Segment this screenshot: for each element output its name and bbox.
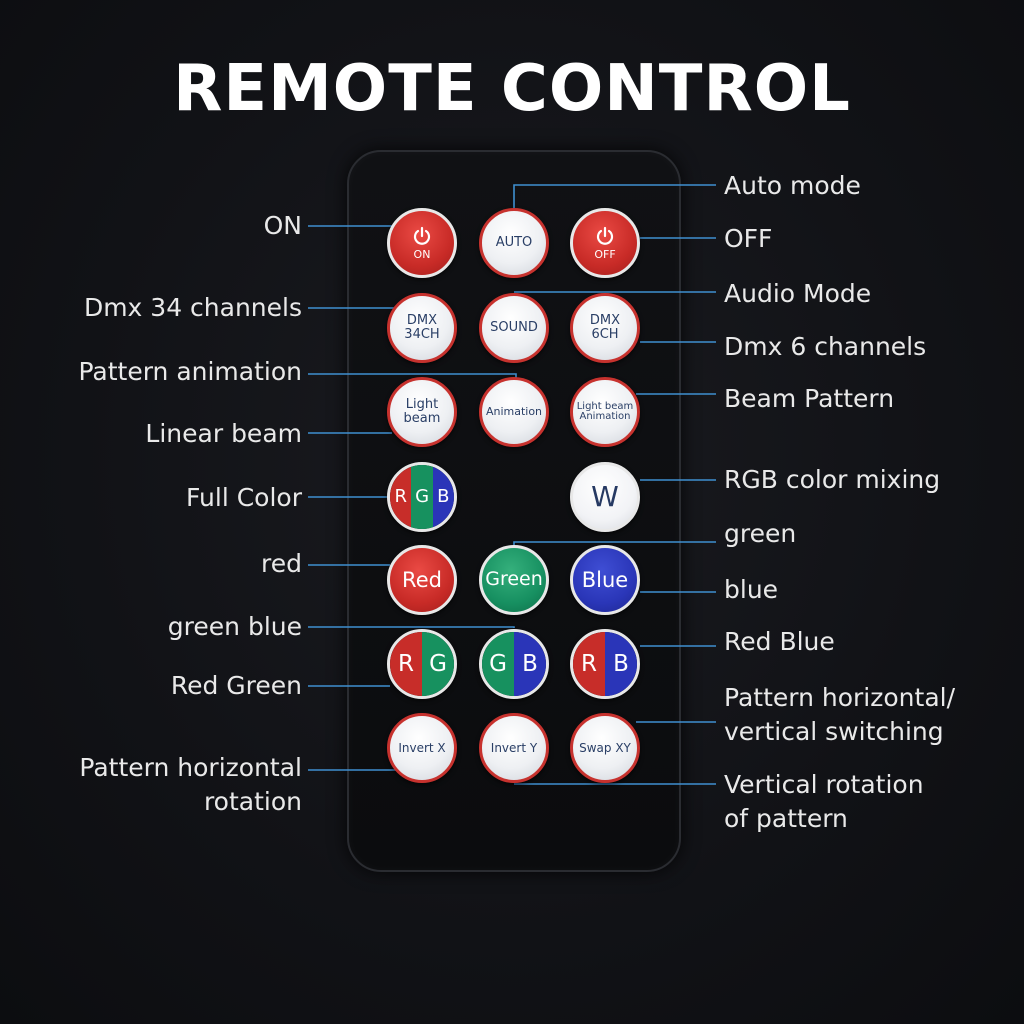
white-button-label: W bbox=[591, 480, 619, 514]
label-red: red bbox=[261, 549, 302, 578]
label-green: green bbox=[724, 519, 797, 548]
on-button[interactable]: ON bbox=[387, 208, 457, 278]
power-icon bbox=[596, 226, 614, 245]
on-button-label: ON bbox=[413, 247, 431, 261]
dmx6-button[interactable]: DMX 6CH bbox=[570, 293, 640, 363]
dmx6-button-line1: DMX bbox=[589, 313, 621, 329]
light-beam-animation-button-line1: Light beam bbox=[576, 400, 634, 412]
dmx6-button-line2: 6CH bbox=[591, 327, 619, 342]
label-audio-mode: Audio Mode bbox=[724, 279, 872, 308]
label-green-blue: green blue bbox=[167, 612, 302, 641]
label-beam-pattern: Beam Pattern bbox=[724, 384, 895, 413]
green-button[interactable]: Green bbox=[479, 545, 549, 615]
light-beam-button-line1: Light bbox=[405, 397, 439, 413]
green-blue-green-segment: G bbox=[482, 632, 514, 696]
power-icon bbox=[413, 226, 431, 245]
blue-button[interactable]: Blue bbox=[570, 545, 640, 615]
swap-xy-button[interactable]: Swap XY bbox=[570, 713, 640, 783]
callout-line-auto-mode bbox=[513, 184, 716, 212]
light-beam-animation-button[interactable]: Light beam Animation bbox=[570, 377, 640, 447]
invert-y-button[interactable]: Invert Y bbox=[479, 713, 549, 783]
label-linear-beam: Linear beam bbox=[145, 419, 302, 448]
full-color-green-segment: G bbox=[411, 465, 433, 529]
dmx34-button-line2: 34CH bbox=[404, 327, 440, 342]
light-beam-animation-button-line2: Animation bbox=[579, 411, 631, 422]
label-pattern-h-rotation-line1: Pattern horizontal bbox=[79, 753, 302, 782]
light-beam-button-line2: beam bbox=[403, 411, 441, 426]
off-button-label: OFF bbox=[594, 247, 616, 261]
invert-x-button-label: Invert X bbox=[398, 740, 446, 755]
green-button-label: Green bbox=[485, 568, 543, 591]
blue-button-label: Blue bbox=[581, 567, 629, 592]
label-vertical-rotation-line1: Vertical rotation bbox=[724, 770, 924, 799]
off-button[interactable]: OFF bbox=[570, 208, 640, 278]
label-pattern-hv-switch-line2: vertical switching bbox=[724, 717, 944, 746]
red-green-button[interactable]: R G bbox=[387, 629, 457, 699]
label-red-green: Red Green bbox=[170, 671, 302, 700]
dmx34-button-line1: DMX bbox=[406, 313, 438, 329]
white-button[interactable]: W bbox=[570, 462, 640, 532]
animation-button-label: Animation bbox=[485, 405, 543, 419]
label-full-color: Full Color bbox=[186, 483, 302, 512]
label-pattern-hv-switch: Pattern horizontal/ vertical switching bbox=[724, 681, 955, 749]
red-green-red-segment: R bbox=[390, 632, 422, 696]
label-dmx6: Dmx 6 channels bbox=[724, 332, 927, 361]
label-red-blue: Red Blue bbox=[724, 627, 835, 656]
full-color-red-segment: R bbox=[390, 465, 412, 529]
auto-button[interactable]: AUTO bbox=[479, 208, 549, 278]
label-vertical-rotation-line2: of pattern bbox=[724, 804, 848, 833]
label-blue: blue bbox=[724, 575, 779, 604]
invert-x-button[interactable]: Invert X bbox=[387, 713, 457, 783]
page-title: REMOTE CONTROL bbox=[173, 52, 851, 126]
sound-button-label: SOUND bbox=[490, 320, 538, 336]
label-dmx34: Dmx 34 channels bbox=[83, 293, 302, 322]
label-pattern-hv-switch-line1: Pattern horizontal/ bbox=[724, 683, 956, 712]
invert-y-button-label: Invert Y bbox=[490, 740, 538, 755]
full-color-button[interactable]: R G B bbox=[387, 462, 457, 532]
label-pattern-animation: Pattern animation bbox=[78, 357, 302, 386]
callout-line-green bbox=[513, 541, 716, 546]
callout-line-green-blue bbox=[308, 626, 515, 628]
dmx34-button[interactable]: DMX 34CH bbox=[387, 293, 457, 363]
sound-button[interactable]: SOUND bbox=[479, 293, 549, 363]
full-color-blue-segment: B bbox=[432, 465, 454, 529]
animation-button[interactable]: Animation bbox=[479, 377, 549, 447]
label-off: OFF bbox=[724, 224, 773, 253]
label-pattern-h-rotation-line2: rotation bbox=[203, 787, 302, 816]
auto-button-label: AUTO bbox=[495, 235, 533, 251]
red-blue-red-segment: R bbox=[573, 632, 605, 696]
green-blue-button[interactable]: G B bbox=[479, 629, 549, 699]
label-pattern-h-rotation: Pattern horizontal rotation bbox=[79, 751, 302, 819]
red-button-label: Red bbox=[402, 567, 442, 592]
label-on: ON bbox=[263, 211, 302, 240]
label-auto-mode: Auto mode bbox=[724, 171, 861, 200]
label-vertical-rotation: Vertical rotation of pattern bbox=[724, 768, 924, 836]
red-blue-button[interactable]: R B bbox=[570, 629, 640, 699]
light-beam-button[interactable]: Light beam bbox=[387, 377, 457, 447]
label-rgb-mixing: RGB color mixing bbox=[724, 465, 941, 494]
red-button[interactable]: Red bbox=[387, 545, 457, 615]
swap-xy-button-label: Swap XY bbox=[579, 740, 631, 755]
